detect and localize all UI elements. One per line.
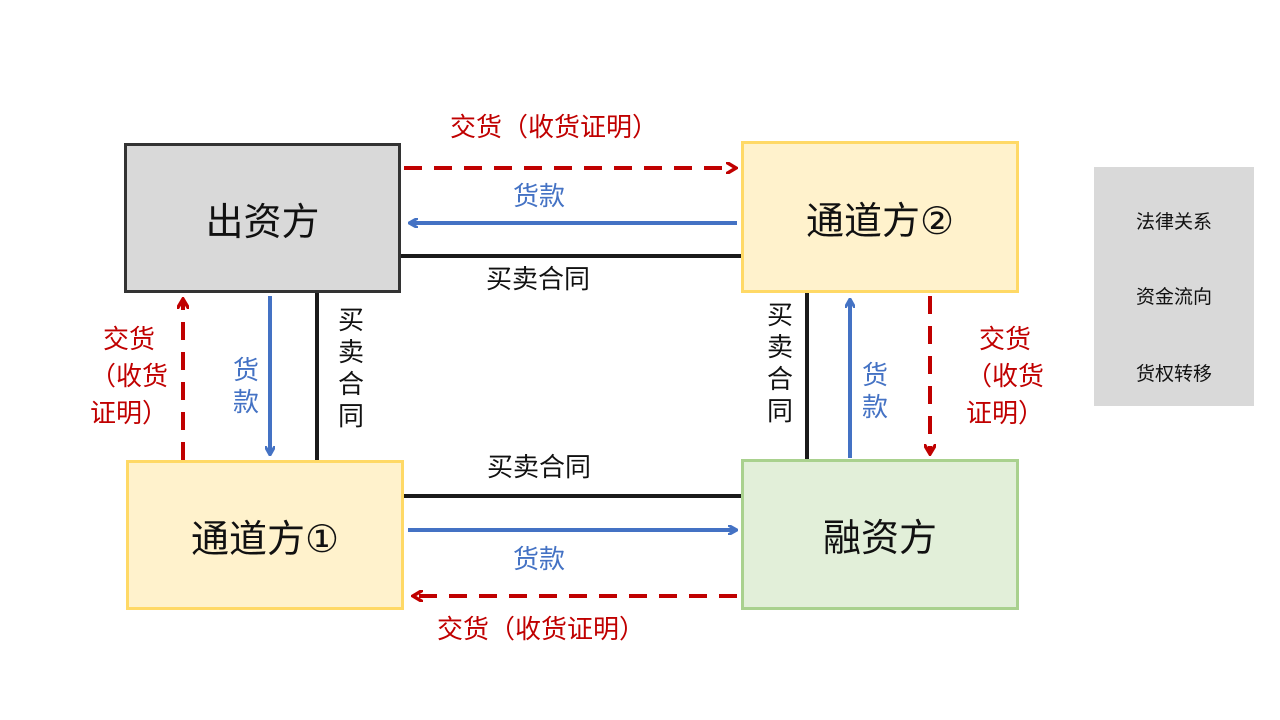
legend-title-label: 货权转移	[1135, 363, 1212, 385]
node-channel-1: 通道方①	[126, 460, 404, 610]
top-payment-label: 货款	[513, 182, 566, 212]
legend: 法律关系 资金流向 货权转移	[1094, 167, 1254, 406]
node-funder: 出资方	[124, 143, 401, 293]
bottom-payment-label: 货款	[513, 545, 566, 575]
node-borrower: 融资方	[741, 459, 1019, 610]
bottom-contract-label: 买卖合同	[487, 453, 592, 483]
node-channel-2: 通道方②	[741, 141, 1019, 293]
left-payment-label: 货 款	[232, 356, 259, 418]
left-contract-label: 买 卖 合 同	[337, 306, 364, 432]
left-delivery-label: 交货 （收货 证明）	[89, 325, 168, 429]
top-delivery-label: 交货（收货证明）	[450, 113, 659, 143]
node-channel-2-label: 通道方②	[805, 198, 955, 243]
node-channel-1-label: 通道方①	[190, 516, 340, 561]
right-payment-label: 货 款	[861, 361, 888, 423]
node-borrower-label: 融资方	[822, 516, 937, 560]
node-funder-label: 出资方	[205, 199, 320, 244]
legend-funds-label: 资金流向	[1135, 286, 1212, 308]
right-delivery-label: 交货 （收货 证明）	[965, 325, 1044, 429]
top-contract-label: 买卖合同	[486, 265, 591, 295]
right-contract-label: 买 卖 合 同	[766, 301, 793, 427]
legend-legal-label: 法律关系	[1135, 211, 1212, 233]
bottom-delivery-label: 交货（收货证明）	[437, 615, 646, 645]
